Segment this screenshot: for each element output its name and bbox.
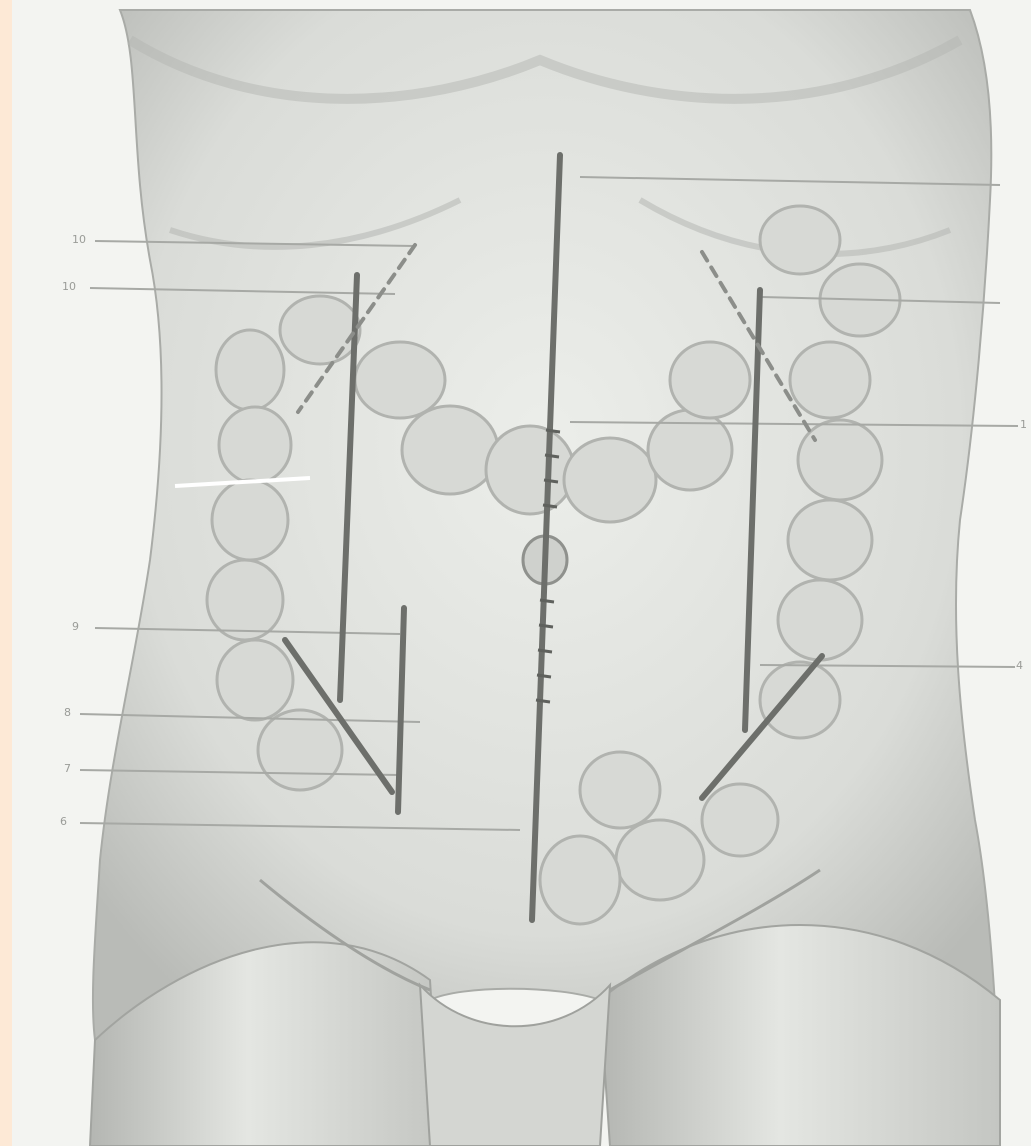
callout-label: 7	[64, 763, 71, 775]
callout-label: 1	[1020, 419, 1027, 431]
callout-label: 6	[60, 816, 67, 828]
callout-label: 10	[72, 234, 86, 246]
pelvic-outline	[420, 985, 610, 1146]
callout-label: 9	[72, 621, 79, 633]
callout-label: 10	[62, 281, 76, 293]
callout-label: 4	[1016, 660, 1023, 672]
callout-label: 8	[64, 707, 71, 719]
